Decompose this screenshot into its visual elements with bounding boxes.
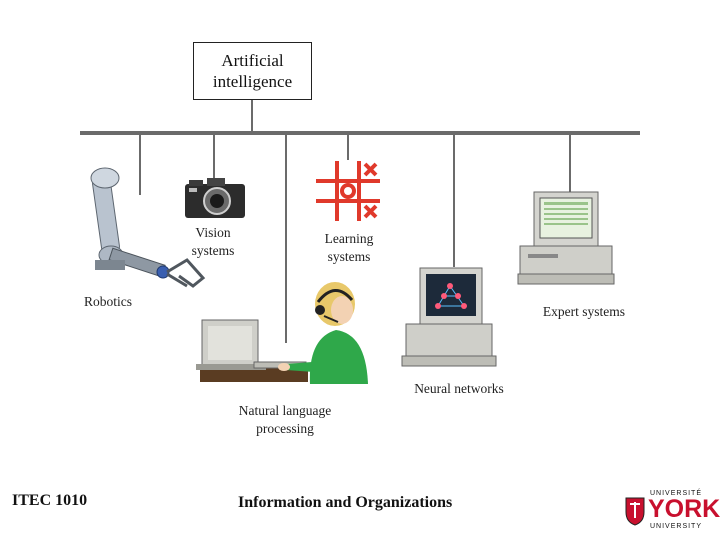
natural-language-connector <box>285 135 287 343</box>
expert-systems-computer-icon <box>517 191 615 285</box>
learning-connector <box>347 135 349 160</box>
root-node-label: Artificial intelligence <box>212 51 293 91</box>
person-at-computer-icon <box>196 282 368 384</box>
expert-systems-connector <box>569 135 571 193</box>
york-university-logo: UNIVERSITÉ YORK UNIVERSITY <box>624 490 720 534</box>
logo-york-text: YORK <box>648 495 720 523</box>
neural-network-computer-icon <box>401 267 497 367</box>
neural-networks-label: Neural networks <box>414 381 504 396</box>
robot-arm-icon <box>90 167 206 288</box>
vision-connector <box>213 135 215 180</box>
robotics-connector <box>139 135 141 195</box>
crest-icon <box>625 497 645 526</box>
connection-bus <box>80 131 640 135</box>
vision-systems-label: Vision systems <box>191 225 235 258</box>
learning-systems-label: Learning systems <box>324 231 374 264</box>
camera-icon <box>185 178 245 218</box>
natural-language-processing-label: Natural language processing <box>238 403 332 436</box>
root-connector <box>251 100 253 132</box>
course-code: ITEC 1010 <box>12 492 88 509</box>
slide-footer-title: Information and Organizations <box>238 494 453 511</box>
robotics-label: Robotics <box>84 294 133 309</box>
neural-networks-connector <box>453 135 455 267</box>
logo-university-text: UNIVERSITY <box>650 523 703 530</box>
expert-systems-label: Expert systems <box>542 304 625 319</box>
tic-tac-toe-icon <box>316 161 380 221</box>
root-node-box: Artificial intelligence <box>193 42 312 100</box>
logo-universite-text: UNIVERSITÉ <box>650 490 703 497</box>
